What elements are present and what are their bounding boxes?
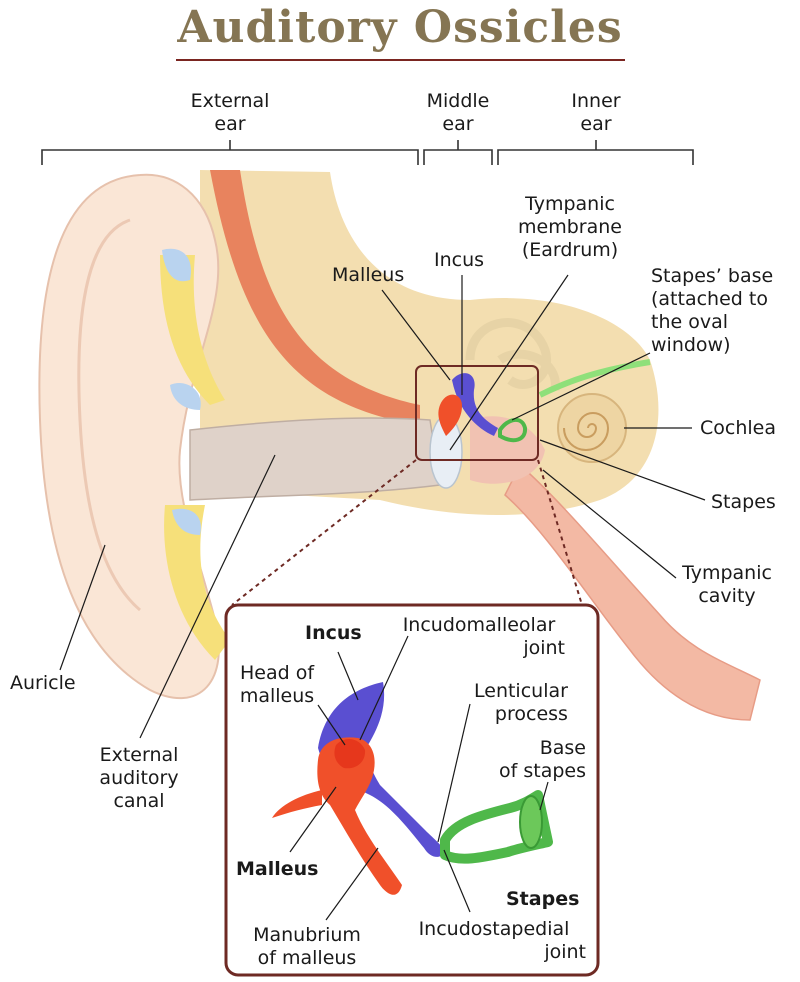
cartilage-blue-3	[172, 508, 201, 535]
label-stapes: Stapes	[711, 491, 776, 513]
inset-stapes	[440, 790, 553, 864]
skin-layer	[210, 170, 420, 425]
cartilage-blue-2	[170, 382, 201, 410]
inset-frame	[224, 603, 600, 977]
inset-stapes-hole	[476, 829, 504, 847]
eustachian-tube	[504, 463, 761, 721]
auricle-inner-fold	[77, 218, 141, 612]
small-incus	[452, 373, 498, 436]
inset-malleus-head	[334, 738, 366, 769]
inset-label-incudomalleolar-joint: Incudomalleolar joint	[402, 614, 565, 659]
leader-inset-head-of-malleus	[317, 704, 346, 746]
label-malleus: Malleus	[332, 264, 405, 286]
leader-inset-malleus	[289, 786, 337, 853]
region-middle-ear: Middle ear	[426, 90, 490, 135]
label-auricle: Auricle	[10, 672, 76, 694]
cochlea-outer	[557, 393, 627, 463]
zoom-line-left	[231, 459, 417, 606]
leader-inset-lenticular	[437, 703, 471, 843]
leader-tympanic-membrane	[449, 274, 569, 451]
leader-inset-incudostapedial	[443, 849, 471, 913]
inset-label-base-of-stapes: Base of stapes	[499, 737, 586, 782]
middle-ear-highlight	[415, 365, 539, 461]
inset-label-lenticular-process: Lenticular process	[474, 680, 568, 725]
external-auditory-canal	[189, 417, 441, 501]
label-cochlea: Cochlea	[700, 417, 776, 439]
leader-tympanic-cavity	[542, 469, 677, 579]
label-tympanic-membrane: Tympanic membrane (Eardrum)	[518, 193, 622, 261]
title-underline	[176, 59, 625, 61]
vestibular-nerve	[538, 359, 651, 398]
inset-label-head-of-malleus: Head of malleus	[239, 662, 315, 707]
inset-stapes-footplate	[519, 795, 543, 849]
label-external-auditory-canal: External auditory canal	[99, 744, 179, 812]
leader-inset-base-of-stapes	[539, 781, 549, 811]
leader-inset-manubrium	[325, 847, 379, 921]
inset-label-incus: Incus	[305, 622, 362, 644]
inset-label-malleus: Malleus	[236, 858, 319, 880]
inner-ear-bracket	[497, 140, 694, 165]
leader-inset-incudomalleolar	[359, 635, 409, 741]
inset-label-incudostapedial-joint: Incudostapedial joint	[418, 918, 586, 963]
label-tympanic-cavity: Tympanic cavity	[682, 562, 772, 607]
small-stapes	[498, 418, 528, 443]
leader-lines	[59, 274, 706, 921]
cochlea-spiral	[563, 412, 610, 451]
page-title: Auditory Ossicles	[177, 2, 623, 53]
label-incus: Incus	[434, 249, 485, 271]
leader-external-auditory-canal	[139, 454, 276, 739]
region-inner-ear: Inner ear	[571, 90, 621, 135]
leader-auricle	[59, 544, 106, 671]
external-ear-bracket	[41, 140, 419, 165]
zoom-line-right	[537, 459, 583, 606]
middle-ear-bracket	[423, 140, 493, 165]
cartilage-lower	[164, 505, 230, 660]
semicircular-canals	[465, 318, 560, 391]
inset-incus	[318, 682, 445, 857]
inset-label-manubrium-of-malleus: Manubrium of malleus	[253, 924, 361, 969]
region-external-ear: External ear	[190, 90, 270, 135]
small-malleus	[438, 394, 462, 436]
leader-stapes	[539, 439, 706, 501]
label-stapes-base: Stapes’ base (attached to the oval windo…	[651, 265, 774, 356]
inset-label-stapes: Stapes	[506, 888, 580, 910]
cartilage-blue-1	[162, 248, 191, 282]
leader-stapes-base	[511, 352, 651, 421]
leader-malleus	[381, 289, 451, 381]
inset-malleus-lateral	[272, 790, 322, 818]
cartilage-upper	[160, 255, 225, 405]
inset-malleus	[317, 737, 402, 895]
leader-inset-incus	[337, 651, 359, 701]
region-brackets	[41, 140, 694, 165]
